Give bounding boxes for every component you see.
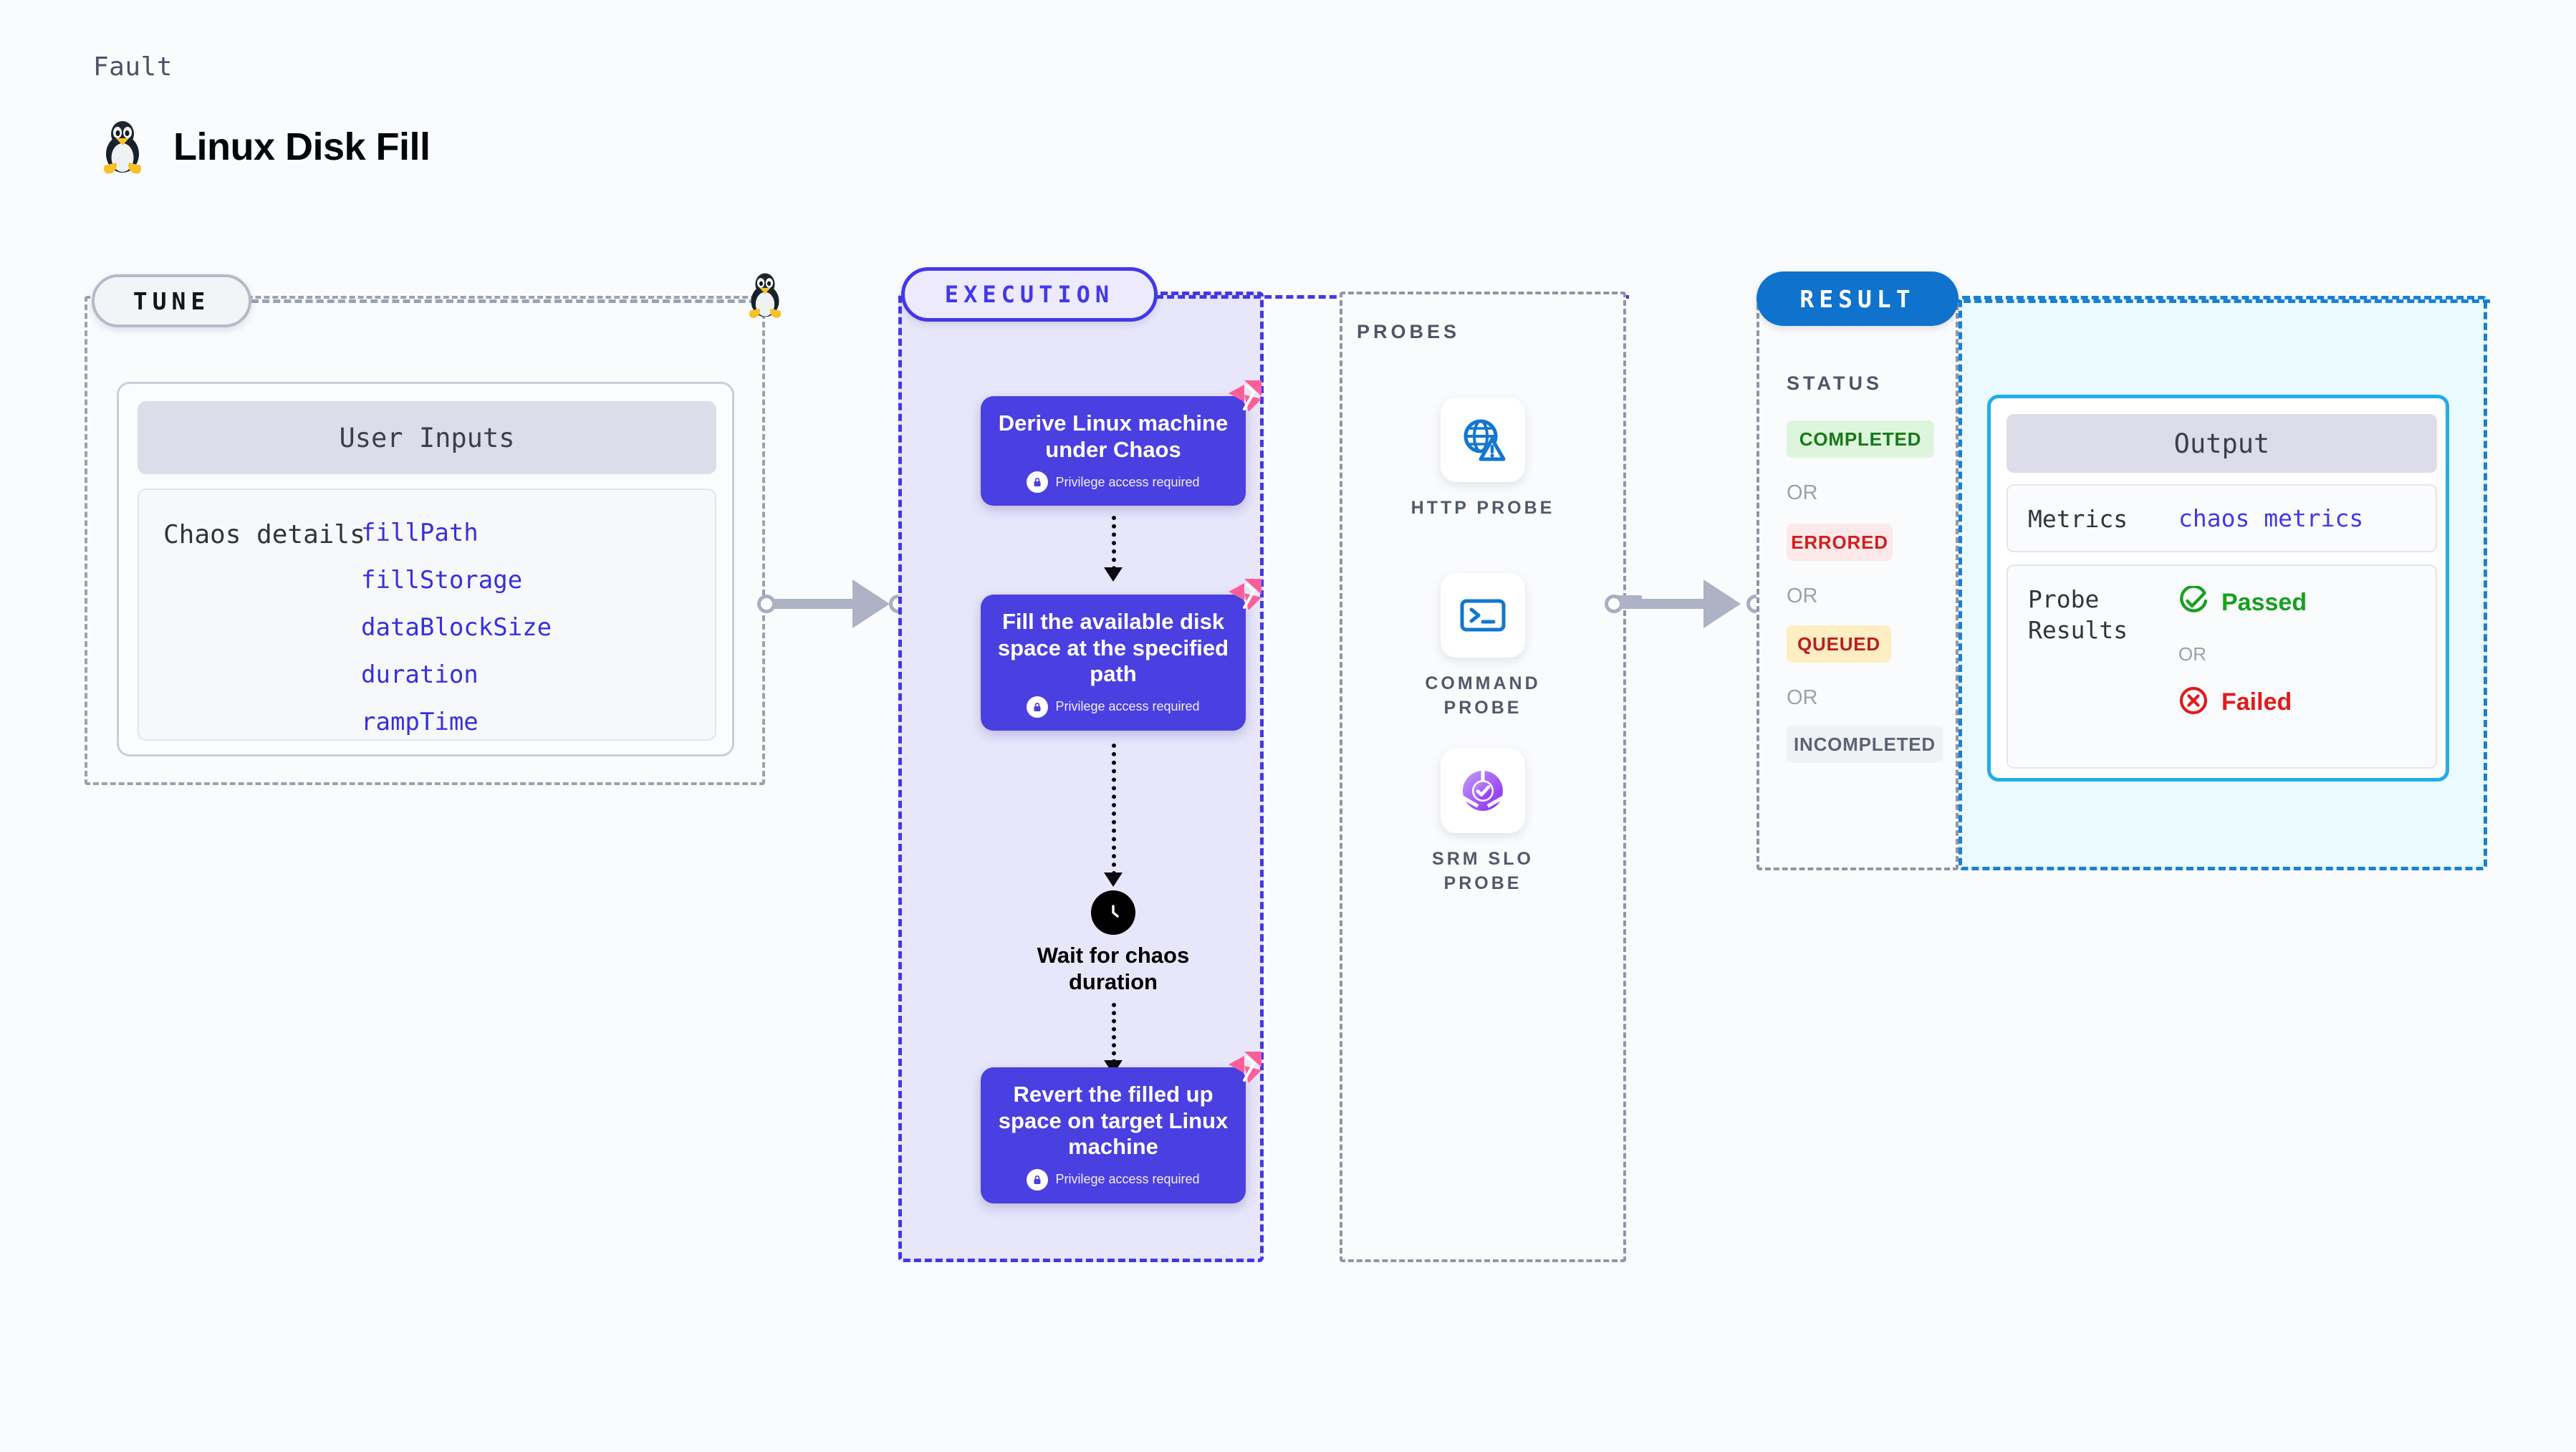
status-badge-incompleted: INCOMPLETED — [1787, 726, 1943, 763]
privilege-note-label: Privilege access required — [1055, 699, 1200, 714]
privilege-note: Privilege access required — [1027, 471, 1200, 494]
user-inputs-title: User Inputs — [138, 401, 716, 474]
harness-mark-icon — [1223, 378, 1264, 423]
lock-icon — [1027, 696, 1049, 718]
output-probe-results-row: Probe Results Passed OR — [2007, 564, 2437, 769]
probe-result-passed-label: Passed — [2221, 589, 2307, 616]
chaos-details-values: fillPath fillStorage dataBlockSize durat… — [361, 519, 552, 736]
execution-step-card[interactable]: Derive Linux machine under Chaos Privile… — [981, 380, 1261, 506]
linux-penguin-icon — [745, 271, 785, 323]
privilege-note: Privilege access required — [1027, 696, 1200, 718]
lock-icon — [1027, 471, 1049, 494]
input-duration[interactable]: duration — [361, 660, 479, 689]
input-fillStorage[interactable]: fillStorage — [361, 566, 523, 595]
probe-item-command[interactable]: COMMAND PROBE — [1390, 573, 1576, 721]
execution-badge[interactable]: EXECUTION — [901, 267, 1158, 322]
probe-result-passed: Passed — [2178, 585, 2307, 620]
result-badge[interactable]: RESULT — [1756, 271, 1959, 326]
or-separator: OR — [2178, 643, 2206, 665]
input-fillPath[interactable]: fillPath — [361, 519, 479, 547]
input-dataBlockSize[interactable]: dataBlockSize — [361, 613, 552, 642]
result-top-dashed-line — [1953, 299, 2490, 303]
probe-item-http[interactable]: HTTP PROBE — [1390, 398, 1576, 521]
connector-arrow-probes-result — [1703, 580, 1741, 628]
harness-mark-icon — [1223, 576, 1264, 621]
chaos-details-key: Chaos details — [163, 520, 365, 549]
terminal-prompt-icon — [1441, 573, 1525, 658]
probe-name: COMMAND PROBE — [1425, 673, 1541, 718]
wait-step-label: Wait for chaos duration — [1037, 943, 1190, 995]
status-badge-completed: COMPLETED — [1787, 420, 1934, 458]
privilege-note-label: Privilege access required — [1055, 474, 1200, 489]
probe-result-failed: Failed — [2178, 686, 2292, 719]
output-card: Output Metrics chaos metrics Probe Resul… — [1987, 395, 2449, 782]
or-separator: OR — [1787, 585, 1818, 607]
user-inputs-panel: User Inputs Chaos details fillPath fillS… — [117, 382, 734, 756]
globe-warning-icon — [1441, 398, 1525, 482]
tune-section — [85, 296, 765, 785]
check-circle-icon — [2178, 585, 2209, 620]
page-title: Linux Disk Fill — [173, 125, 431, 168]
harness-mark-icon — [1223, 1049, 1264, 1094]
probe-item-srm-slo[interactable]: SRM SLO PROBE — [1390, 749, 1576, 896]
tune-badge[interactable]: TUNE — [92, 274, 251, 327]
metrics-value-link[interactable]: chaos metrics — [2178, 504, 2364, 532]
page-title-row: Linux Disk Fill — [99, 118, 431, 176]
clock-icon — [1091, 890, 1135, 935]
lock-icon — [1027, 1168, 1049, 1191]
input-rampTime[interactable]: rampTime — [361, 708, 479, 736]
execution-step-card[interactable]: Fill the available disk space at the spe… — [981, 579, 1261, 731]
result-status-section — [1756, 296, 1959, 870]
status-badge-queued: QUEUED — [1787, 625, 1891, 663]
flow-arrow — [1104, 744, 1123, 887]
status-badge-errored: ERRORED — [1787, 524, 1893, 561]
privilege-note-label: Privilege access required — [1055, 1172, 1200, 1187]
or-separator: OR — [1787, 686, 1818, 709]
slo-donut-check-icon — [1441, 749, 1525, 833]
connector-line-probes-result — [1620, 599, 1710, 609]
status-label: STATUS — [1787, 372, 1883, 394]
or-separator: OR — [1787, 481, 1818, 504]
x-circle-icon — [2178, 686, 2209, 719]
connector-line-tune-exec — [772, 599, 860, 609]
output-title: Output — [2007, 414, 2437, 473]
probe-results-key: Probe Results — [2028, 585, 2128, 644]
output-metrics-row: Metrics chaos metrics — [2007, 484, 2437, 552]
probes-label: PROBES — [1357, 321, 1461, 342]
execution-step-title: Revert the filled up space on target Lin… — [998, 1082, 1229, 1160]
privilege-note: Privilege access required — [1027, 1168, 1200, 1191]
execution-step-title: Fill the available disk space at the spe… — [997, 609, 1229, 687]
execution-step-title: Derive Linux machine under Chaos — [998, 410, 1229, 462]
flow-arrow — [1104, 516, 1123, 582]
probe-name: SRM SLO PROBE — [1432, 849, 1534, 893]
probe-result-failed-label: Failed — [2221, 688, 2292, 716]
probe-name: HTTP PROBE — [1410, 498, 1555, 518]
execution-step-card[interactable]: Revert the filled up space on target Lin… — [981, 1052, 1261, 1203]
metrics-key: Metrics — [2028, 505, 2128, 533]
connector-arrow-tune-exec — [852, 580, 890, 628]
linux-penguin-icon — [99, 118, 146, 176]
page-kicker: Fault — [93, 52, 173, 82]
flow-arrow — [1104, 1003, 1123, 1074]
tune-top-dashed-line — [251, 299, 767, 303]
user-inputs-body: Chaos details fillPath fillStorage dataB… — [138, 489, 716, 741]
